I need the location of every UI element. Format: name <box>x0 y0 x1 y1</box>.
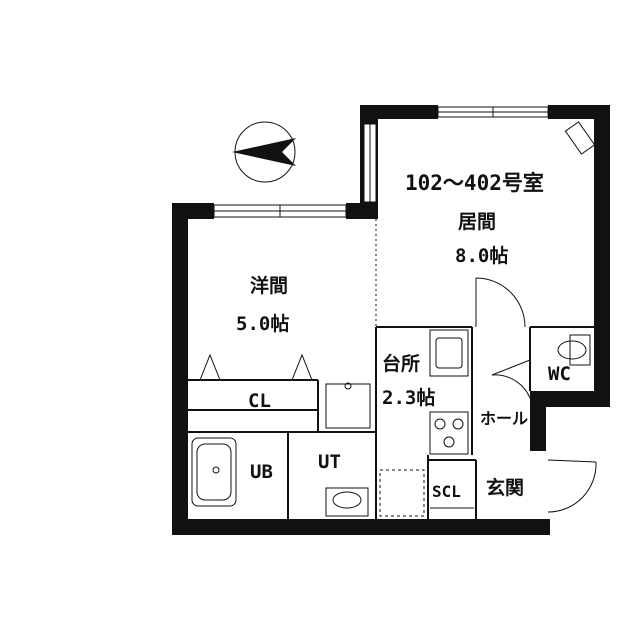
interior-walls <box>188 219 594 519</box>
bath-label: UB <box>250 461 273 483</box>
entrance-label: 玄関 <box>486 476 524 499</box>
western-room-size: 5.0帖 <box>236 312 289 335</box>
shoe-closet-label: SCL <box>432 482 461 501</box>
north-arrow-icon <box>232 121 296 183</box>
doors <box>199 277 597 513</box>
exterior-walls <box>172 105 610 535</box>
unit-title: 102～402号室 <box>405 171 544 195</box>
wc-label: WC <box>548 363 571 385</box>
windows <box>213 106 549 218</box>
kitchen-name: 台所 <box>382 352 420 375</box>
hall-label: ホール <box>480 409 528 428</box>
fixtures <box>191 121 596 517</box>
living-room-size: 8.0帖 <box>455 244 508 267</box>
living-room-name: 居間 <box>458 211 496 233</box>
kitchen-size: 2.3帖 <box>382 386 435 409</box>
western-room-name: 洋間 <box>250 274 288 297</box>
closet-label: CL <box>248 390 271 412</box>
utility-label: UT <box>318 451 341 473</box>
